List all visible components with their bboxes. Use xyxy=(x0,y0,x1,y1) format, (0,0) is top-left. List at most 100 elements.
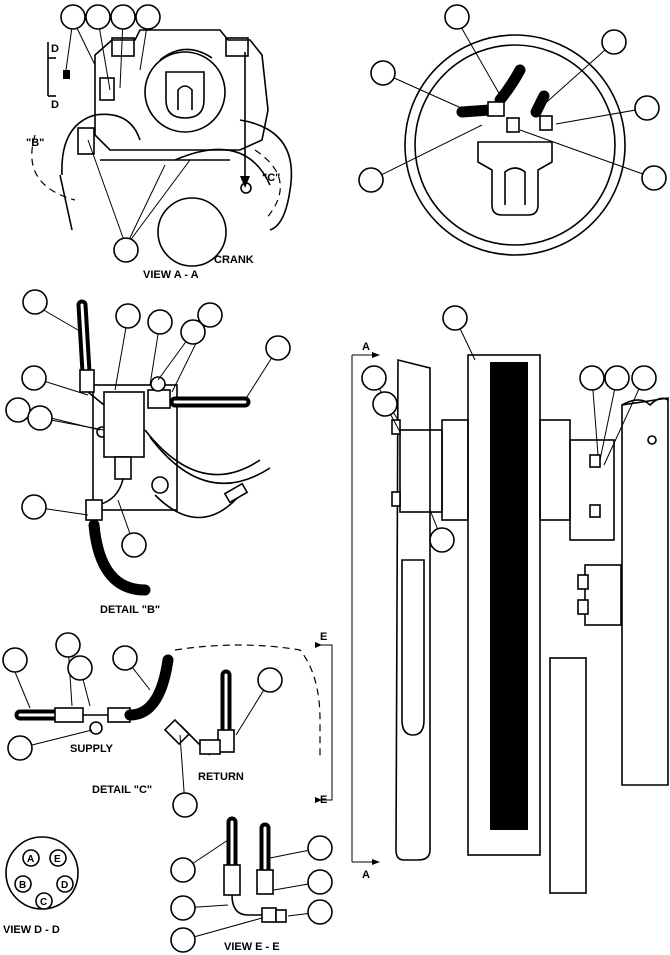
bracket-slot xyxy=(177,85,193,110)
pulley-inner xyxy=(414,44,616,246)
callout xyxy=(27,405,53,431)
callout xyxy=(21,365,47,391)
callout xyxy=(135,4,161,30)
plate-hole xyxy=(151,476,169,494)
leader xyxy=(370,124,483,181)
blade-slot xyxy=(401,559,425,736)
hose-route xyxy=(174,644,321,760)
callout xyxy=(444,4,470,30)
view-e-e-title: VIEW E - E xyxy=(224,941,280,953)
leader xyxy=(125,159,191,247)
callout xyxy=(170,857,196,883)
pin-c-label: C xyxy=(40,897,47,908)
marker-c-label: "C" xyxy=(262,172,280,184)
detail-c-title: DETAIL "C" xyxy=(92,784,152,796)
callout xyxy=(604,365,630,391)
callout xyxy=(60,4,86,30)
section-a-top-label: A xyxy=(362,341,370,353)
callout xyxy=(22,289,48,315)
callout xyxy=(358,167,384,193)
fitting xyxy=(256,869,274,895)
callout xyxy=(115,303,141,329)
connector xyxy=(223,482,249,504)
pin-b-label: B xyxy=(19,880,26,891)
fitting xyxy=(199,739,221,755)
elbow xyxy=(87,391,105,406)
pin-d xyxy=(56,875,74,893)
callout xyxy=(631,365,657,391)
callout xyxy=(641,165,667,191)
detail-b: DETAIL "B" xyxy=(5,289,291,616)
leader xyxy=(603,377,645,466)
callout xyxy=(197,302,223,328)
view-d-d-title: VIEW D - D xyxy=(3,924,60,936)
leader xyxy=(97,19,111,91)
callout xyxy=(7,735,33,761)
frame-left xyxy=(59,174,73,231)
leader xyxy=(591,377,599,456)
leader xyxy=(125,164,166,247)
pulley-outline xyxy=(144,51,226,133)
leader xyxy=(14,671,31,709)
bolt xyxy=(589,504,601,518)
plug-d xyxy=(63,70,70,79)
callout xyxy=(180,319,206,345)
supply-curve-hose xyxy=(124,654,174,721)
bolt xyxy=(577,574,589,590)
bolt xyxy=(391,419,401,435)
view-e-e: VIEW E - E xyxy=(170,816,333,953)
fitting xyxy=(147,389,171,409)
mounting-plate xyxy=(92,384,178,511)
crank-label: CRANK xyxy=(214,254,254,266)
break-line xyxy=(621,397,669,407)
mount-bracket xyxy=(477,141,553,216)
fitting xyxy=(85,499,103,521)
detail-b-title: DETAIL "B" xyxy=(100,604,160,616)
pin-d-label: D xyxy=(61,880,68,891)
callout xyxy=(147,309,173,335)
side-elevation: A A xyxy=(351,305,669,894)
pin-a xyxy=(22,849,40,867)
fitting xyxy=(539,115,553,131)
callout xyxy=(442,305,468,331)
callout xyxy=(2,647,28,673)
callout xyxy=(601,29,627,55)
engine-mount-left xyxy=(111,37,135,57)
engine-mount-right xyxy=(225,37,249,57)
pulley-housing xyxy=(467,354,541,856)
wire-harness xyxy=(144,429,261,476)
fitting xyxy=(163,718,191,746)
fitting xyxy=(487,101,505,117)
callout xyxy=(257,667,283,693)
belt-lower xyxy=(174,148,271,186)
section-a-bottom-label: A xyxy=(362,869,370,881)
callout xyxy=(5,397,31,423)
bolt xyxy=(577,599,589,615)
fitting-cap xyxy=(150,376,166,392)
leader xyxy=(539,41,615,109)
callout xyxy=(307,835,333,861)
bolt-head xyxy=(647,435,657,445)
arrow-e-top xyxy=(315,642,322,648)
top-hose xyxy=(159,48,213,61)
pin-b xyxy=(14,875,32,893)
leader xyxy=(182,917,263,941)
pulley-detail xyxy=(358,4,667,256)
engine-block xyxy=(94,29,269,151)
callout xyxy=(21,494,47,520)
pulley-outer xyxy=(404,34,626,256)
callout xyxy=(113,237,139,263)
rotation-b xyxy=(31,134,76,201)
sensor xyxy=(99,77,115,101)
valve-body xyxy=(103,391,145,458)
valve-b xyxy=(77,127,95,155)
callout xyxy=(429,527,455,553)
callout xyxy=(372,391,398,417)
leader xyxy=(87,139,127,247)
return-hose xyxy=(88,519,151,596)
bracket xyxy=(569,439,615,541)
hose-highlight xyxy=(80,303,88,374)
return-label: RETURN xyxy=(198,771,244,783)
